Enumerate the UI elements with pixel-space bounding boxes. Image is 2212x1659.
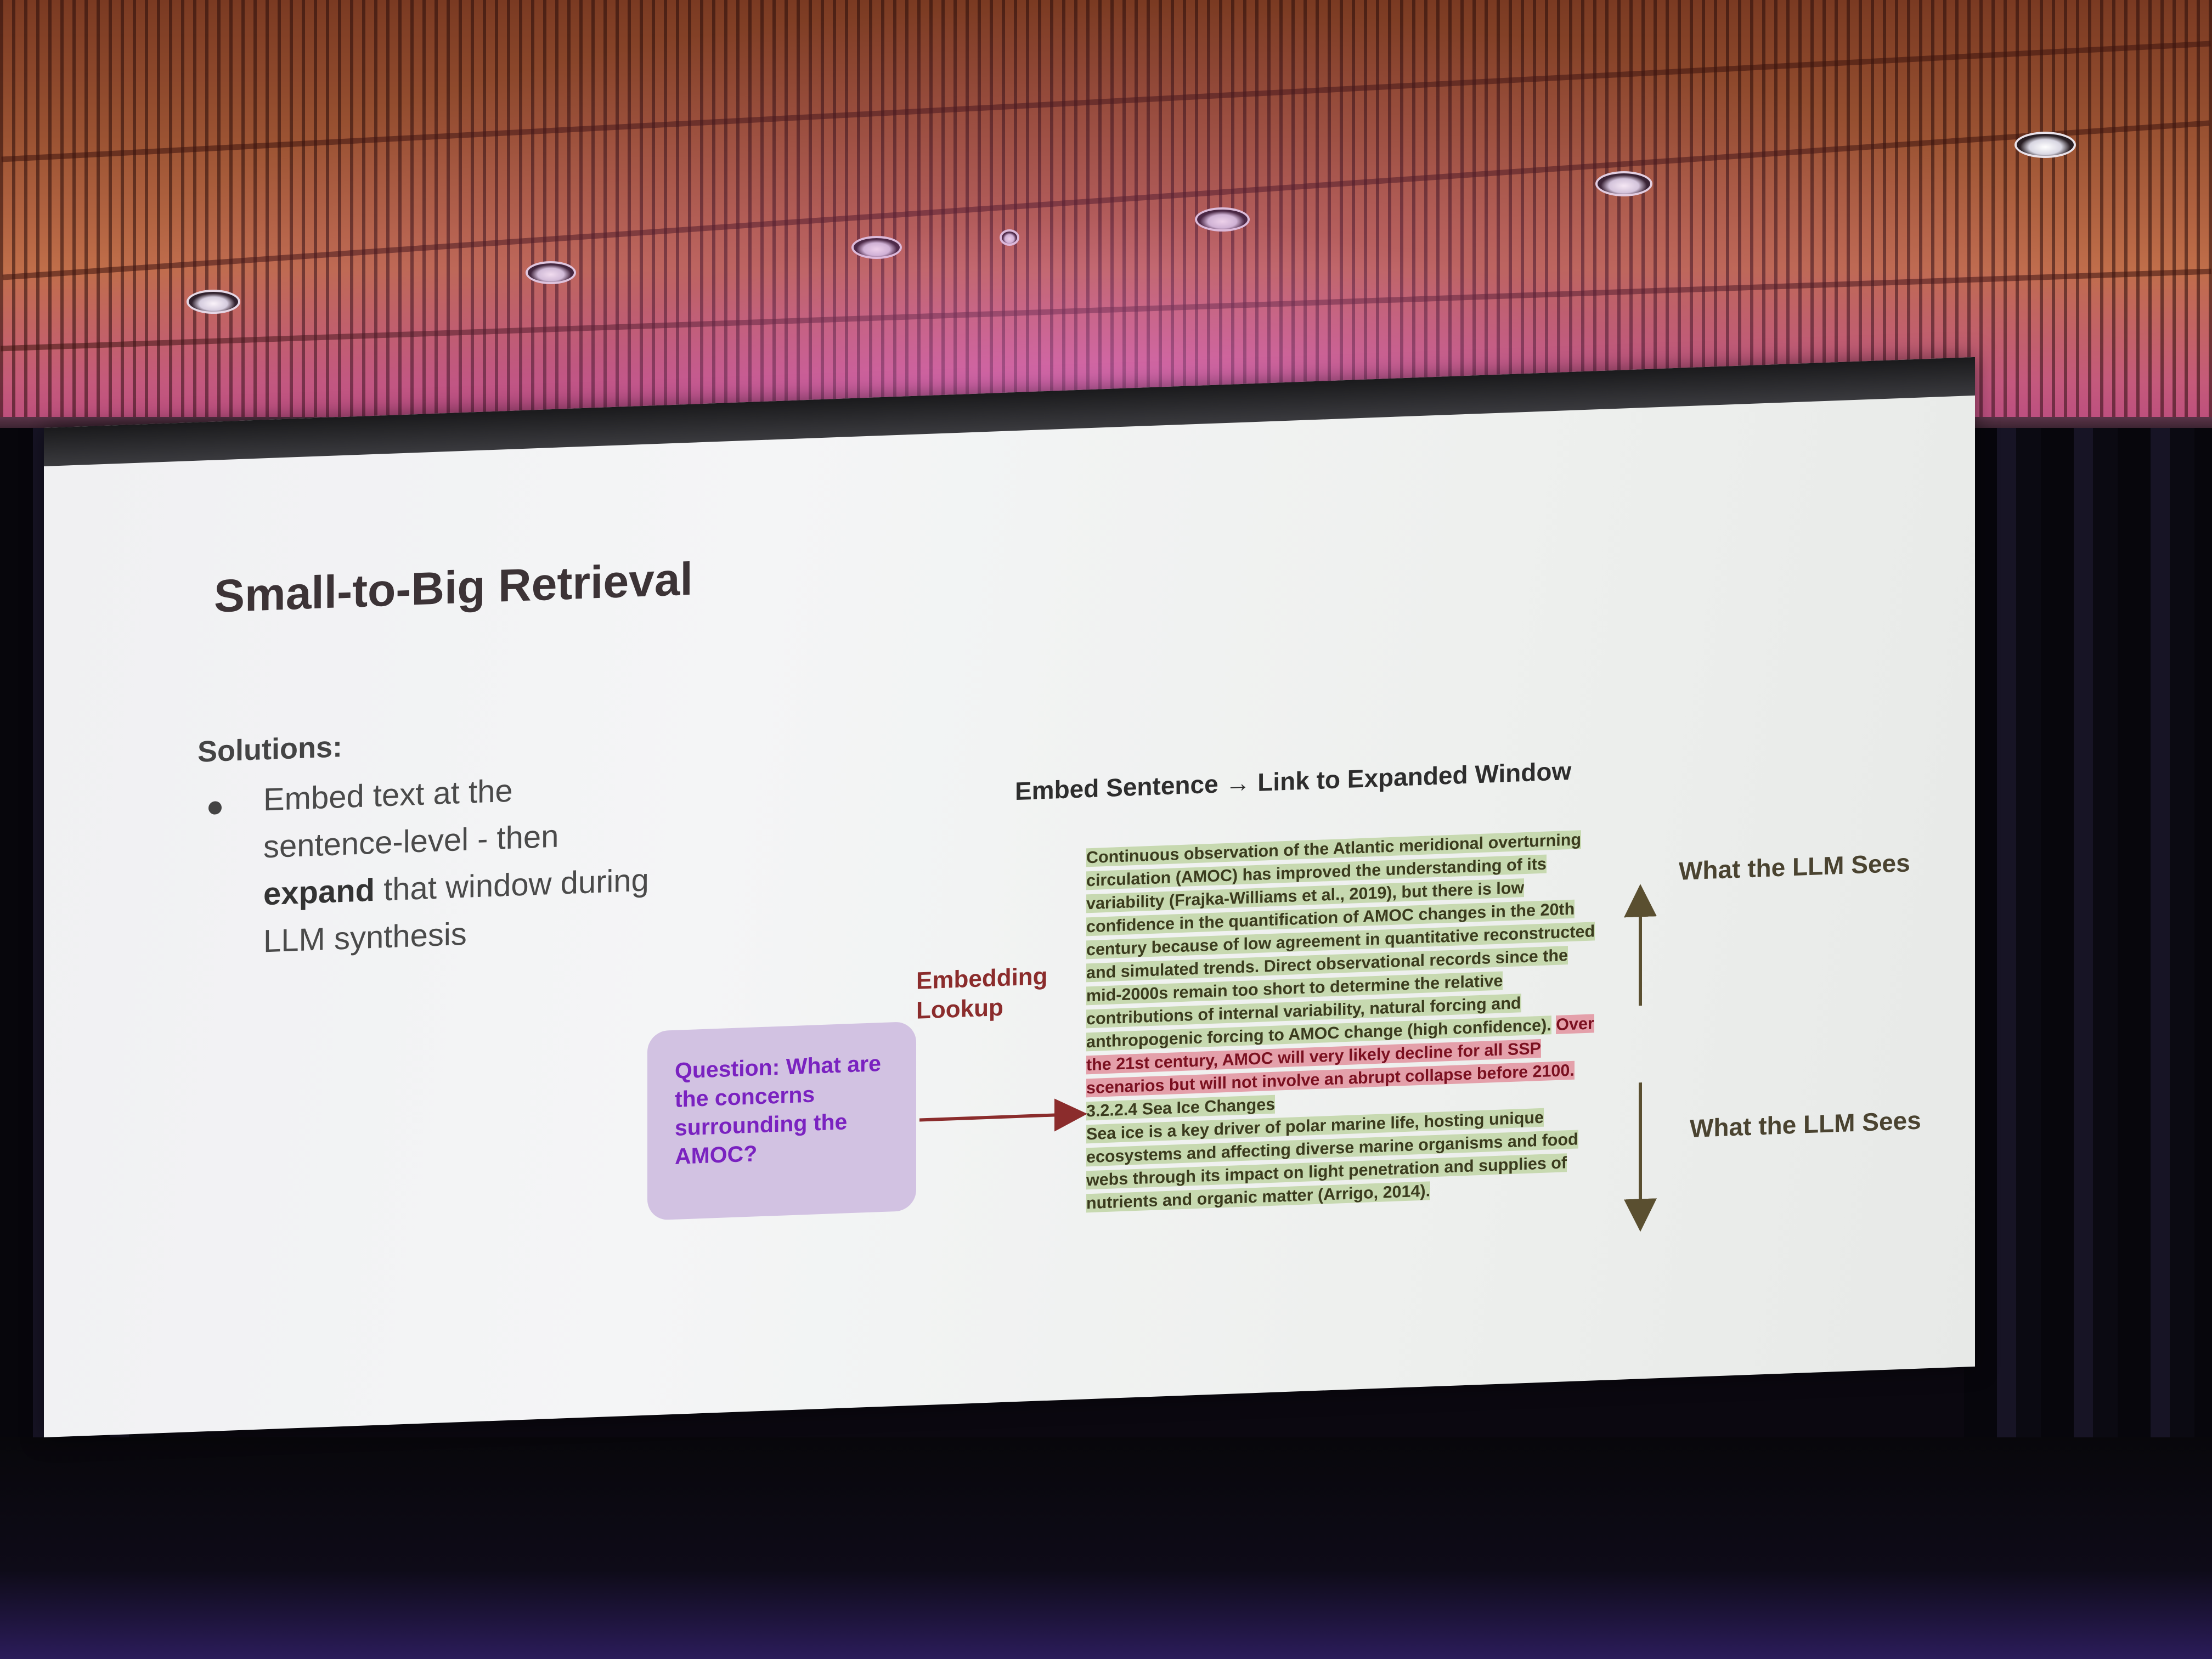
ceiling-light [526, 261, 576, 284]
ceiling-beam [1, 268, 2211, 352]
passage-context-after: 3.2.2.4 Sea Ice Changes [1086, 1094, 1276, 1121]
ceiling-light [2015, 132, 2076, 158]
passage-context-before: Continuous observation of the Atlantic m… [1086, 830, 1595, 1052]
ceiling-light [1595, 171, 1652, 196]
diagram-header: Embed Sentence → Link to Expanded Window [1015, 756, 1572, 806]
ceiling-light [1000, 229, 1019, 246]
slide-title: Small-to-Big Retrieval [214, 552, 693, 622]
embedding-lookup-label: Embedding Lookup [916, 962, 1048, 1024]
lookup-arrow [919, 1098, 1087, 1132]
projection-screen: Small-to-Big Retrieval Solutions: Embed … [44, 357, 1975, 1437]
question-text: Question: What are the concerns surround… [675, 1051, 881, 1169]
stage-floor [0, 1437, 2212, 1659]
ceiling-beam [2, 120, 2210, 280]
solutions-label: Solutions: [198, 730, 342, 769]
ceiling-light [1195, 207, 1250, 232]
ceiling [0, 0, 2212, 450]
question-box: Question: What are the concerns surround… [647, 1021, 916, 1221]
passage-text: Continuous observation of the Atlantic m… [1086, 827, 1596, 1215]
llm-sees-label-top: What the LLM Sees [1679, 848, 1910, 885]
ceiling-beam [1, 41, 2211, 162]
passage-context-second: Sea ice is a key driver of polar marine … [1086, 1108, 1578, 1213]
llm-sees-label-bottom: What the LLM Sees [1690, 1105, 1921, 1143]
bullet-text: Embed text at the sentence-level - then … [263, 762, 658, 965]
bullet-dot [208, 801, 222, 815]
bullet-text-part1: Embed text at the sentence-level - then [263, 772, 559, 865]
ceiling-light [851, 236, 902, 259]
bullet-text-emphasis: expand [263, 872, 375, 912]
ceiling-light [187, 290, 240, 314]
